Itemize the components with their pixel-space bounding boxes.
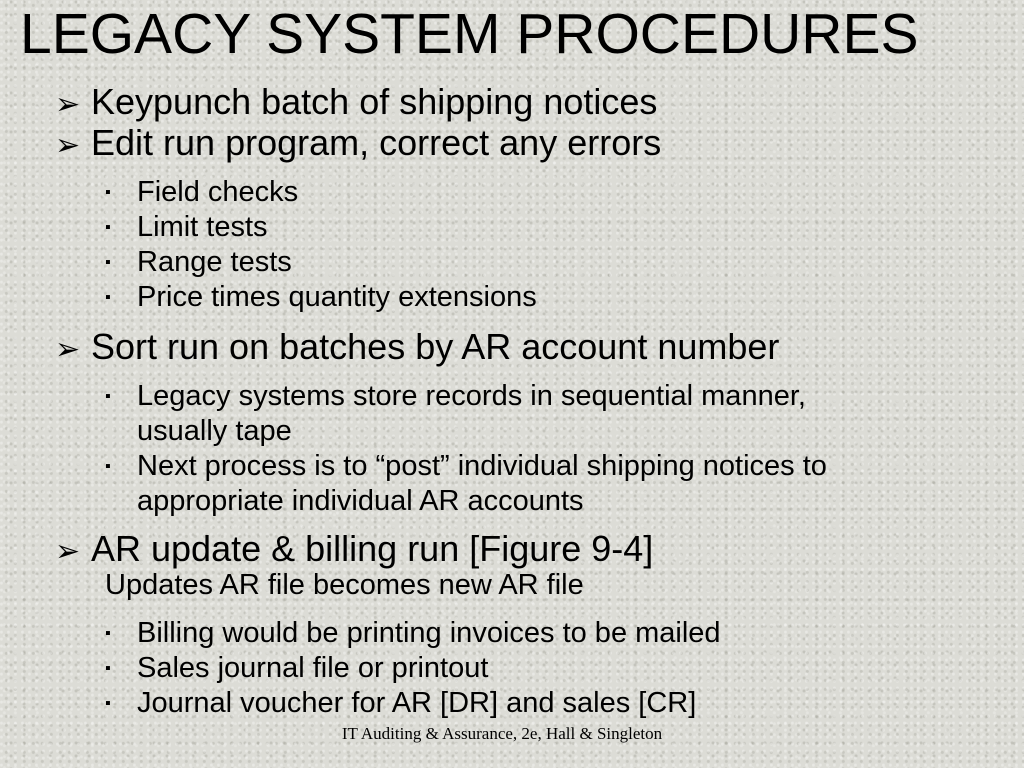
arrowhead-bullet-icon: ➢ (55, 535, 81, 568)
sub-bullet-item: ▪ Range tests (105, 245, 292, 280)
arrowhead-bullet-icon: ➢ (55, 88, 81, 121)
sub-bullet-item: ▪ Billing would be printing invoices to … (105, 616, 721, 651)
bullet-item: ➢ Keypunch batch of shipping notices (55, 81, 657, 123)
sub-bullet-text: Legacy systems store records in sequenti… (137, 380, 806, 412)
sub-bullet-text: Limit tests (137, 211, 268, 243)
sub-bullet-text: Field checks (137, 176, 299, 208)
square-bullet-icon: ▪ (105, 625, 111, 642)
bullet-subtext: Updates AR file becomes new AR file (105, 569, 584, 601)
sub-bullet-item: ▪ Journal voucher for AR [DR] and sales … (105, 686, 696, 721)
square-bullet-icon: ▪ (105, 289, 111, 306)
sub-bullet-text: Billing would be printing invoices to be… (137, 617, 721, 649)
sub-bullet-text: Next process is to “post” individual shi… (137, 450, 827, 482)
sub-bullet-item: ▪ Legacy systems store records in sequen… (105, 379, 806, 449)
square-bullet-icon: ▪ (105, 219, 111, 236)
sub-bullet-text-continued: usually tape (137, 415, 292, 447)
bullet-text: Sort run on batches by AR account number (91, 326, 780, 367)
sub-bullet-item: ▪ Price times quantity extensions (105, 280, 537, 315)
square-bullet-icon: ▪ (105, 184, 111, 201)
slide-footer: IT Auditing & Assurance, 2e, Hall & Sing… (341, 724, 663, 743)
square-bullet-icon: ▪ (105, 254, 111, 271)
sub-bullet-item: ▪ Next process is to “post” individual s… (105, 449, 827, 519)
bullet-text: Edit run program, correct any errors (91, 122, 662, 163)
bullet-item: ➢ Edit run program, correct any errors (55, 122, 661, 164)
sub-bullet-text-continued: appropriate individual AR accounts (137, 485, 584, 517)
bullet-text: Keypunch batch of shipping notices (91, 81, 658, 122)
square-bullet-icon: ▪ (105, 660, 111, 677)
sub-bullet-item: ▪ Field checks (105, 175, 298, 210)
sub-bullet-text: Sales journal file or printout (137, 652, 489, 684)
sub-bullet-item: ▪ Limit tests (105, 210, 268, 245)
square-bullet-icon: ▪ (105, 388, 111, 405)
sub-bullet-text: Range tests (137, 246, 292, 278)
arrowhead-bullet-icon: ➢ (55, 333, 81, 366)
sub-bullet-text: Journal voucher for AR [DR] and sales [C… (137, 687, 697, 719)
slide-title: LEGACY SYSTEM PROCEDURES (20, 2, 919, 66)
square-bullet-icon: ▪ (105, 458, 111, 475)
arrowhead-bullet-icon: ➢ (55, 129, 81, 162)
bullet-text: AR update & billing run [Figure 9-4] (91, 528, 654, 569)
bullet-item: ➢ AR update & billing run [Figure 9-4] (55, 528, 653, 570)
sub-bullet-item: ▪ Sales journal file or printout (105, 651, 488, 686)
square-bullet-icon: ▪ (105, 695, 111, 712)
sub-bullet-text: Price times quantity extensions (137, 281, 537, 313)
bullet-item: ➢ Sort run on batches by AR account numbe… (55, 326, 779, 368)
